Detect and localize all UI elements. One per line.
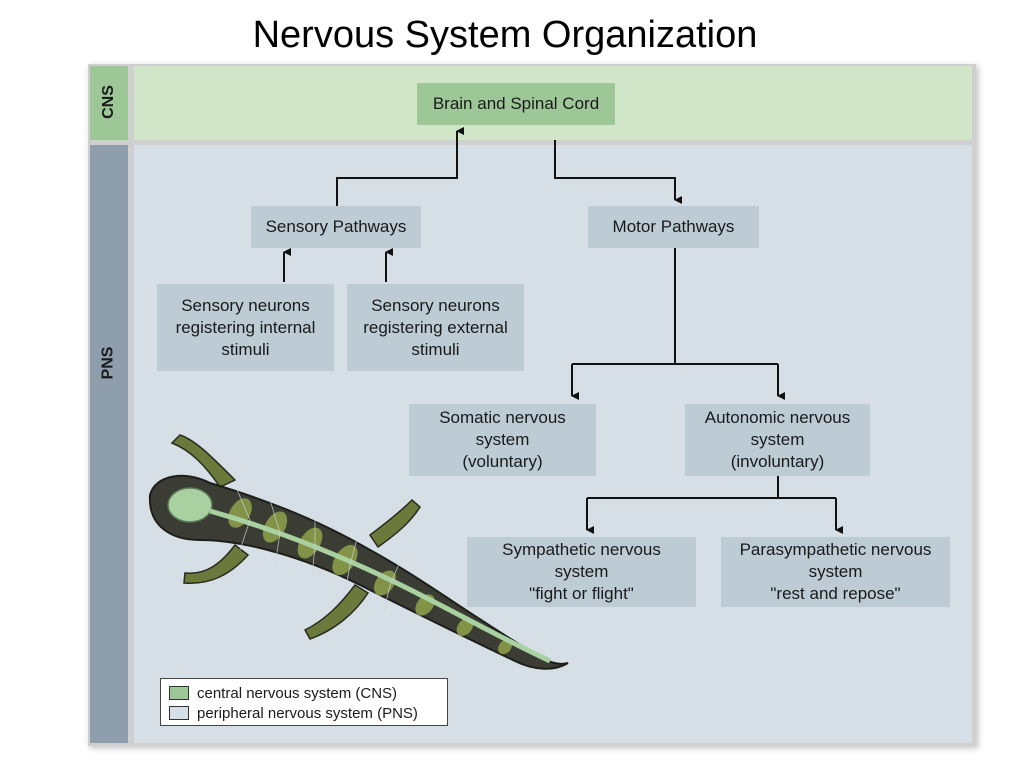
salamander-front-right-leg	[183, 543, 250, 584]
salamander-illustration	[148, 434, 569, 670]
somatic-label: Somatic nervous system (voluntary)	[439, 408, 566, 471]
sympathetic-label: Sympathetic nervous system "fight or fli…	[502, 540, 661, 603]
salamander-hind-right-leg	[303, 584, 370, 640]
brain-to-motor-arrow	[554, 140, 682, 204]
salamander-brain	[167, 487, 213, 523]
legend: central nervous system (CNS) peripheral …	[160, 678, 448, 726]
page-title: Nervous System Organization	[252, 14, 758, 56]
sensory-external-box: Sensory neurons registering external sti…	[347, 284, 524, 371]
parasympathetic-label: Parasympathetic nervous system "rest and…	[739, 540, 932, 603]
cns-color-swatch	[169, 686, 189, 700]
sensory-pathways-label: Sensory Pathways	[265, 217, 407, 236]
autonomic-box: Autonomic nervous system (involuntary)	[685, 404, 870, 476]
somatic-box: Somatic nervous system (voluntary)	[409, 404, 596, 476]
pns-side-bar	[90, 145, 128, 743]
salamander-spinal-cord	[209, 508, 552, 664]
legend-item-cns: central nervous system (CNS)	[169, 683, 447, 703]
cns-side-bar	[90, 66, 128, 140]
sensory-to-brain-arrow	[336, 127, 464, 206]
sensory-internal-box: Sensory neurons registering internal sti…	[157, 284, 334, 371]
legend-pns-label: peripheral nervous system (PNS)	[197, 704, 418, 722]
autonomic-label: Autonomic nervous system (involuntary)	[704, 408, 851, 471]
pns-color-swatch	[169, 706, 189, 720]
sensory-pathways-box: Sensory Pathways	[251, 206, 421, 248]
sensory-external-label: Sensory neurons registering external sti…	[363, 295, 508, 359]
sensory-internal-label: Sensory neurons registering internal sti…	[175, 295, 316, 359]
legend-cns-label: central nervous system (CNS)	[197, 684, 398, 702]
parasympathetic-box: Parasympathetic nervous system "rest and…	[721, 537, 950, 607]
brain-spinal-cord-box: Brain and Spinal Cord	[417, 83, 615, 125]
motor-pathways-label: Motor Pathways	[612, 217, 735, 236]
salamander-hind-left-leg	[368, 498, 421, 549]
sympathetic-box: Sympathetic nervous system "fight or fli…	[467, 537, 696, 607]
motor-pathways-box: Motor Pathways	[588, 206, 759, 248]
brain-spinal-cord-label: Brain and Spinal Cord	[432, 94, 600, 113]
salamander-front-left-leg	[170, 434, 237, 488]
legend-item-pns: peripheral nervous system (PNS)	[169, 703, 447, 723]
salamander-nerves	[234, 484, 403, 612]
